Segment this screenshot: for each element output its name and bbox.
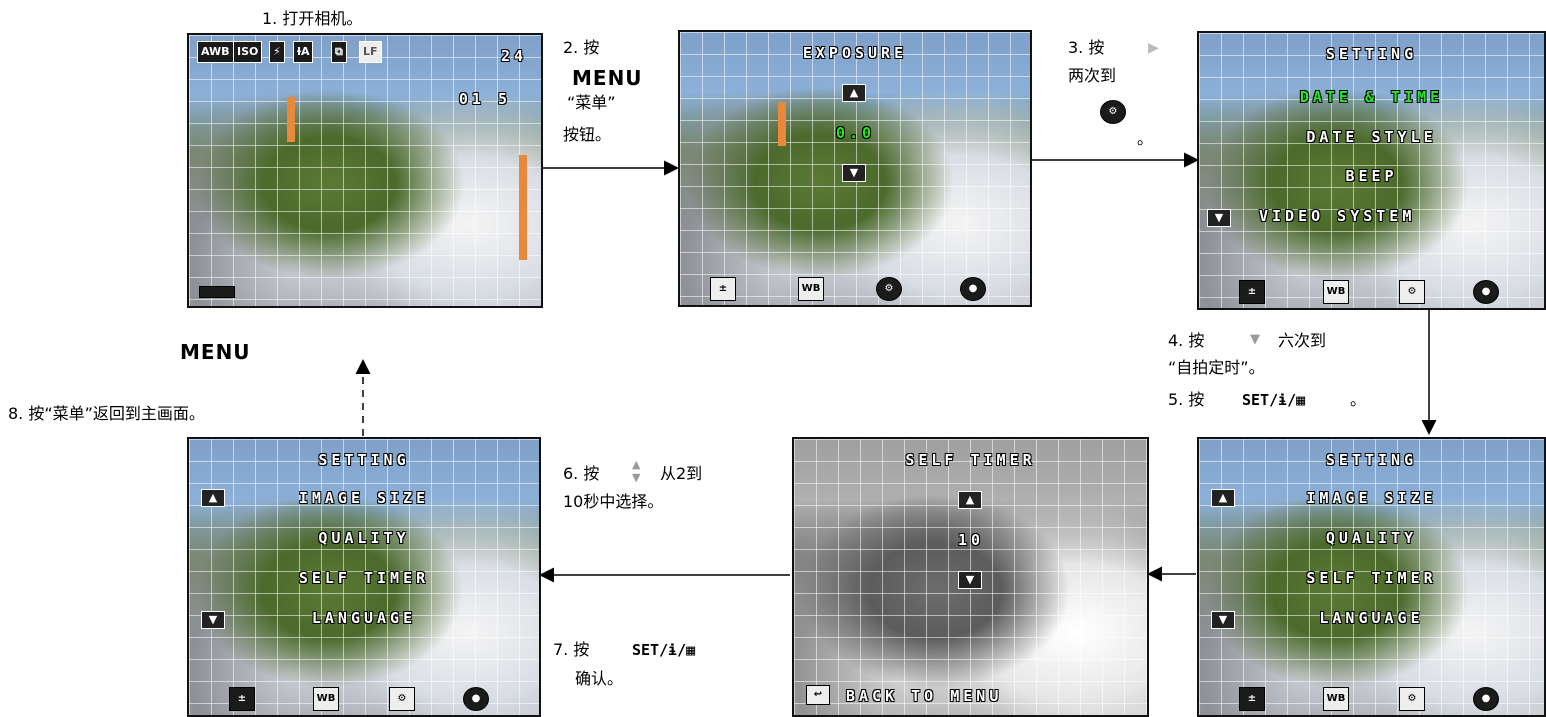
- screen-self-timer: SELF TIMER ▲ 10 ▼ ↩ BACK TO MENU: [792, 437, 1149, 717]
- menu-title: EXPOSURE: [802, 44, 908, 62]
- step-4-text: 六次到: [1278, 331, 1327, 350]
- step-1-label: 1. 打开相机。: [262, 9, 363, 28]
- record-icon: ●: [1473, 687, 1499, 711]
- shot-count: 24: [500, 47, 527, 65]
- setup-icon: ⚙: [389, 687, 415, 711]
- setup-icon: ⚙: [1399, 687, 1425, 711]
- setup-icon: ⚙: [1100, 100, 1126, 124]
- zoom-bar: [519, 155, 527, 260]
- flash-auto-icon: ƚA: [293, 41, 314, 63]
- screen-live-view: AWB ISO ⚡ ƚA ⧉ LF 24 01 5: [187, 33, 543, 308]
- scene-pole: [778, 102, 786, 146]
- step-6-text: 从2到: [660, 464, 703, 483]
- wb-icon: WB: [1323, 280, 1349, 304]
- menu-item-beep: BEEP: [1345, 167, 1398, 185]
- menu-item-self-timer: SELF TIMER: [1306, 569, 1437, 587]
- back-to-menu-label: BACK TO MENU: [846, 687, 1003, 705]
- step-6-label: 6. 按: [563, 464, 600, 483]
- exposure-value: 0.0: [836, 124, 876, 142]
- set-button-logo: SET/ɨ/▦: [1242, 391, 1306, 409]
- screen-setting-2: SETTING ▲ IMAGE SIZE QUALITY SELF TIMER …: [1197, 437, 1546, 717]
- record-icon: ●: [463, 687, 489, 711]
- step-4-target: “自拍定时”。: [1168, 358, 1265, 377]
- step-7-label: 7. 按: [553, 640, 590, 659]
- down-arrow-icon: ▼: [958, 571, 982, 589]
- scene-pole: [287, 97, 295, 142]
- menu-title: SETTING: [1325, 45, 1418, 63]
- back-icon: ↩: [806, 685, 830, 705]
- step-2-menu-text: “菜单”: [567, 93, 616, 112]
- exposure-icon: ±: [1239, 687, 1265, 711]
- wb-icon: WB: [1323, 687, 1349, 711]
- exposure-icon: ±: [1239, 280, 1265, 304]
- step-3-end: 。: [1137, 129, 1154, 148]
- screen-setting-3: SETTING ▲ IMAGE SIZE QUALITY SELF TIMER …: [187, 437, 541, 717]
- screen-exposure: EXPOSURE ▲ 0.0 ▼ ± WB ⚙ ●: [678, 30, 1032, 307]
- exposure-readout: 01 5: [458, 90, 511, 108]
- iso-icon: ISO: [233, 41, 263, 63]
- screen-setting-1: SETTING DATE & TIME DATE STYLE BEEP VIDE…: [1197, 31, 1546, 310]
- menu-button-logo: MENU: [180, 340, 251, 364]
- menu-title: SELF TIMER: [905, 451, 1036, 469]
- scroll-down-icon: ▼: [1207, 209, 1231, 227]
- wb-icon: WB: [313, 687, 339, 711]
- menu-icon-bar: ± WB ⚙ ●: [1199, 278, 1544, 304]
- up-arrow-icon: ▲: [842, 84, 866, 102]
- menu-item-image-size: IMAGE SIZE: [298, 489, 430, 507]
- grid-overlay: [1199, 33, 1544, 308]
- set-button-logo: SET/ɨ/▦: [632, 641, 696, 659]
- flash-icon: ⚡: [269, 41, 285, 63]
- menu-title: SETTING: [1325, 451, 1418, 469]
- down-arrow-icon: ▼: [842, 164, 866, 182]
- grid-overlay: [189, 439, 539, 715]
- image-size-icon: LF: [359, 41, 382, 63]
- menu-item-quality: QUALITY: [1325, 529, 1418, 547]
- menu-item-language: LANGUAGE: [311, 609, 417, 627]
- drive-mode-icon: ⧉: [331, 41, 347, 63]
- menu-item-date-style: DATE STYLE: [1306, 128, 1437, 146]
- step-3-text: 两次到: [1068, 66, 1117, 85]
- grid-overlay: [189, 35, 541, 306]
- menu-item-image-size: IMAGE SIZE: [1306, 489, 1437, 507]
- step-5-end: 。: [1350, 390, 1367, 409]
- right-arrow-icon: ▶: [1148, 40, 1159, 56]
- step-2-button-text: 按钮。: [563, 125, 612, 144]
- menu-item-date-time: DATE & TIME: [1299, 88, 1444, 106]
- step-5-label: 5. 按: [1168, 390, 1205, 409]
- record-icon: ●: [960, 277, 986, 301]
- record-icon: ●: [1473, 280, 1499, 304]
- awb-icon: AWB: [197, 41, 234, 63]
- exposure-icon: ±: [229, 687, 255, 711]
- scroll-down-icon: ▼: [201, 611, 225, 629]
- battery-icon: [199, 286, 235, 298]
- menu-title: SETTING: [318, 451, 410, 469]
- wb-icon: WB: [798, 277, 824, 301]
- scroll-up-icon: ▲: [1211, 489, 1235, 507]
- menu-item-self-timer: SELF TIMER: [298, 569, 430, 587]
- menu-icon-bar: ± WB ⚙ ●: [189, 685, 539, 711]
- menu-item-quality: QUALITY: [318, 529, 410, 547]
- menu-item-language: LANGUAGE: [1319, 609, 1424, 627]
- step-4-label: 4. 按: [1168, 331, 1205, 350]
- menu-item-video-system: VIDEO SYSTEM: [1259, 207, 1416, 225]
- timer-value: 10: [958, 531, 985, 549]
- setup-icon: ⚙: [1399, 280, 1425, 304]
- step-2-label: 2. 按: [563, 38, 600, 57]
- menu-icon-bar: ± WB ⚙ ●: [680, 275, 1030, 301]
- scroll-down-icon: ▼: [1211, 611, 1235, 629]
- grid-overlay: [1199, 439, 1544, 715]
- down-arrow-icon: ▼: [1250, 332, 1260, 347]
- exposure-icon: ±: [710, 277, 736, 301]
- step-3-label: 3. 按: [1068, 38, 1105, 57]
- menu-icon-bar: ± WB ⚙ ●: [1199, 685, 1544, 711]
- up-down-arrows-icon: ▲▼: [632, 458, 641, 484]
- step-8-label: 8. 按“菜单”返回到主画面。: [8, 404, 205, 423]
- up-arrow-icon: ▲: [958, 491, 982, 509]
- step-7-text: 确认。: [575, 669, 624, 688]
- setup-icon: ⚙: [876, 277, 902, 301]
- scroll-up-icon: ▲: [201, 489, 225, 507]
- menu-button-logo: MENU: [572, 66, 643, 90]
- step-6-range: 10秒中选择。: [563, 492, 664, 511]
